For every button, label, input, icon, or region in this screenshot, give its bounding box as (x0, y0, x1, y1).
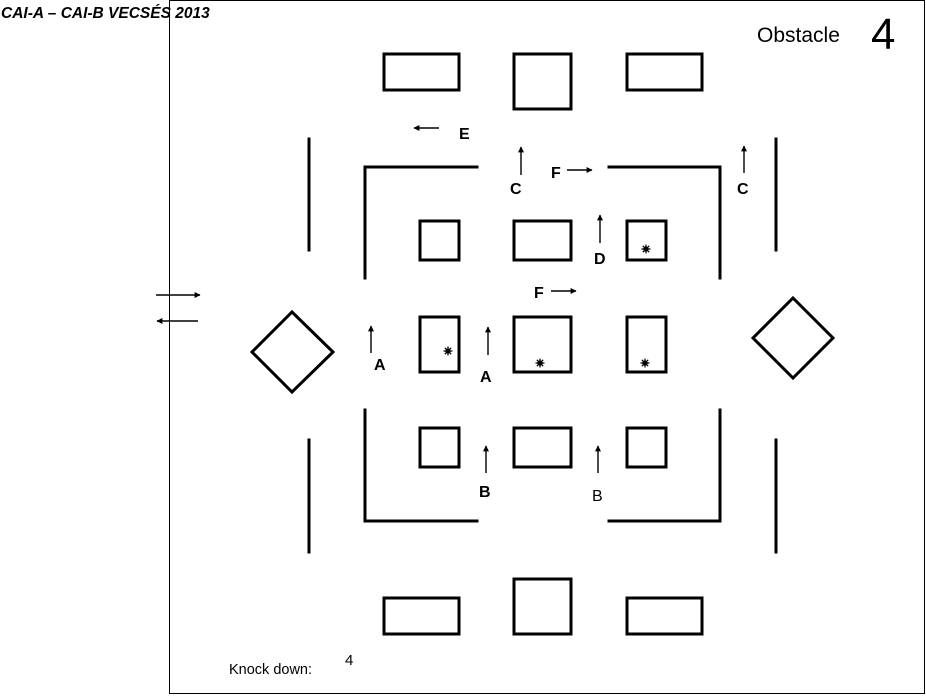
star-marker (535, 358, 545, 368)
top-center-block (512, 52, 573, 111)
inner-top-center-block (512, 219, 573, 262)
bottom-center-block (512, 577, 573, 636)
wall-bottom-right-corner (607, 408, 722, 523)
wall-bottom-left-corner (363, 408, 479, 523)
bottom-left-block (382, 596, 461, 636)
star-marker (640, 358, 650, 368)
inner-bottom-center-block (512, 426, 573, 469)
gate-label-a-left: A (374, 357, 386, 374)
star-marker (641, 244, 651, 254)
gate-label-e: E (459, 126, 470, 143)
gate-label-a-center: A (480, 369, 492, 386)
gate-label-f-top: F (551, 165, 561, 182)
wall-top-left-corner (363, 165, 479, 280)
left-diamond (249, 309, 336, 395)
inner-top-left-block (418, 219, 461, 262)
gate-label-b-center: B (479, 484, 491, 501)
inner-bottom-right-block (625, 426, 668, 469)
gate-label-f-middle: F (534, 285, 544, 302)
middle-left-block (418, 315, 461, 374)
top-left-block (382, 52, 461, 92)
gate-label-b-right: B (592, 488, 603, 505)
inner-bottom-left-block (418, 426, 461, 469)
knock-down-label: Knock down: (229, 662, 313, 678)
gate-label-c-center: C (510, 181, 522, 198)
wall-top-right-corner (607, 165, 722, 280)
right-diamond (750, 295, 836, 381)
course-frame (169, 0, 925, 694)
top-right-block (625, 52, 704, 92)
event-title: CAI-A – CAI-B VECSÉS 2013 (1, 5, 210, 22)
gate-label-d: D (594, 251, 606, 268)
gate-label-c-right: C (737, 181, 749, 198)
star-marker (443, 346, 453, 356)
middle-center-block (512, 315, 573, 374)
knock-down-value: 4 (345, 652, 354, 669)
obstacle-label: Obstacle (757, 24, 840, 47)
bottom-right-block (625, 596, 704, 636)
obstacle-number: 4 (871, 10, 896, 59)
inner-top-right-block (625, 219, 668, 262)
middle-right-block (625, 315, 668, 374)
